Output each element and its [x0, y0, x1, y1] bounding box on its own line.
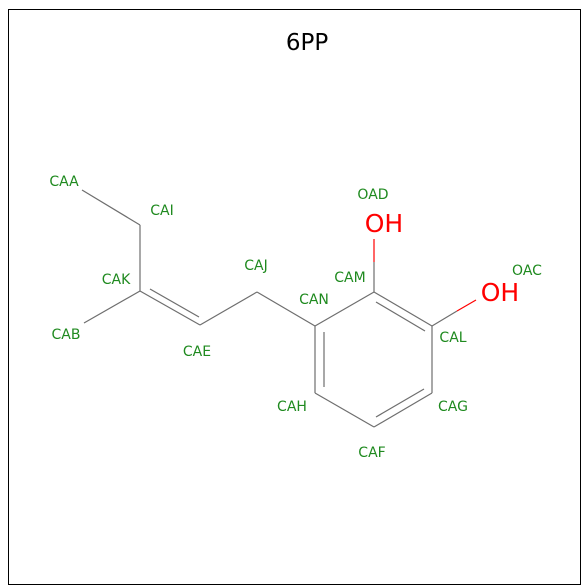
diagram-frame: [8, 9, 581, 585]
atom-label-cal: CAL: [439, 330, 466, 346]
atom-label-caj: CAJ: [244, 258, 267, 274]
hydroxyl-oac-label: OH: [481, 278, 519, 307]
atom-label-cah: CAH: [277, 399, 307, 415]
atom-label-caa: CAA: [49, 174, 79, 190]
bond-cag-caf: [373, 392, 433, 428]
bond-cam-cal: [373, 291, 433, 327]
atom-label-can: CAN: [299, 292, 329, 308]
atom-label-caf: CAF: [358, 445, 385, 461]
atom-label-cam: CAM: [334, 270, 365, 286]
atom-label-cag: CAG: [438, 399, 468, 415]
bond-caf-cah: [314, 392, 375, 428]
atom-label-cae: CAE: [183, 344, 211, 360]
bonds: [81, 189, 477, 428]
bond-cag-caf-inner: [375, 388, 425, 418]
bond-can-cam: [314, 291, 375, 327]
atom-label-cab: CAB: [52, 327, 81, 343]
atom-label-cak: CAK: [102, 272, 131, 288]
bond-caa-cai: [81, 189, 141, 226]
bond-cae-caj: [199, 291, 258, 326]
bond-cal-oac: [431, 310, 458, 327]
molecule-title: 6PP: [286, 30, 329, 56]
hydroxyl-oad-label: OH: [365, 209, 403, 238]
bond-cak-cab: [83, 290, 141, 324]
bond-cam-cal-inner: [375, 301, 426, 332]
bond-cak-cae-double: [149, 288, 200, 318]
bond-cal-oac-hetero: [456, 299, 477, 312]
bond-caj-can: [256, 291, 316, 327]
bond-cak-cae: [139, 290, 201, 326]
atom-label-oad: OAD: [357, 187, 388, 203]
atom-names: CAA CAI CAK CAB CAE CAJ CAN CAM OAD OAC …: [49, 174, 542, 461]
atom-label-oac: OAC: [512, 263, 542, 279]
atom-label-cai: CAI: [150, 203, 173, 219]
heteroatoms: OH OH: [365, 209, 519, 307]
